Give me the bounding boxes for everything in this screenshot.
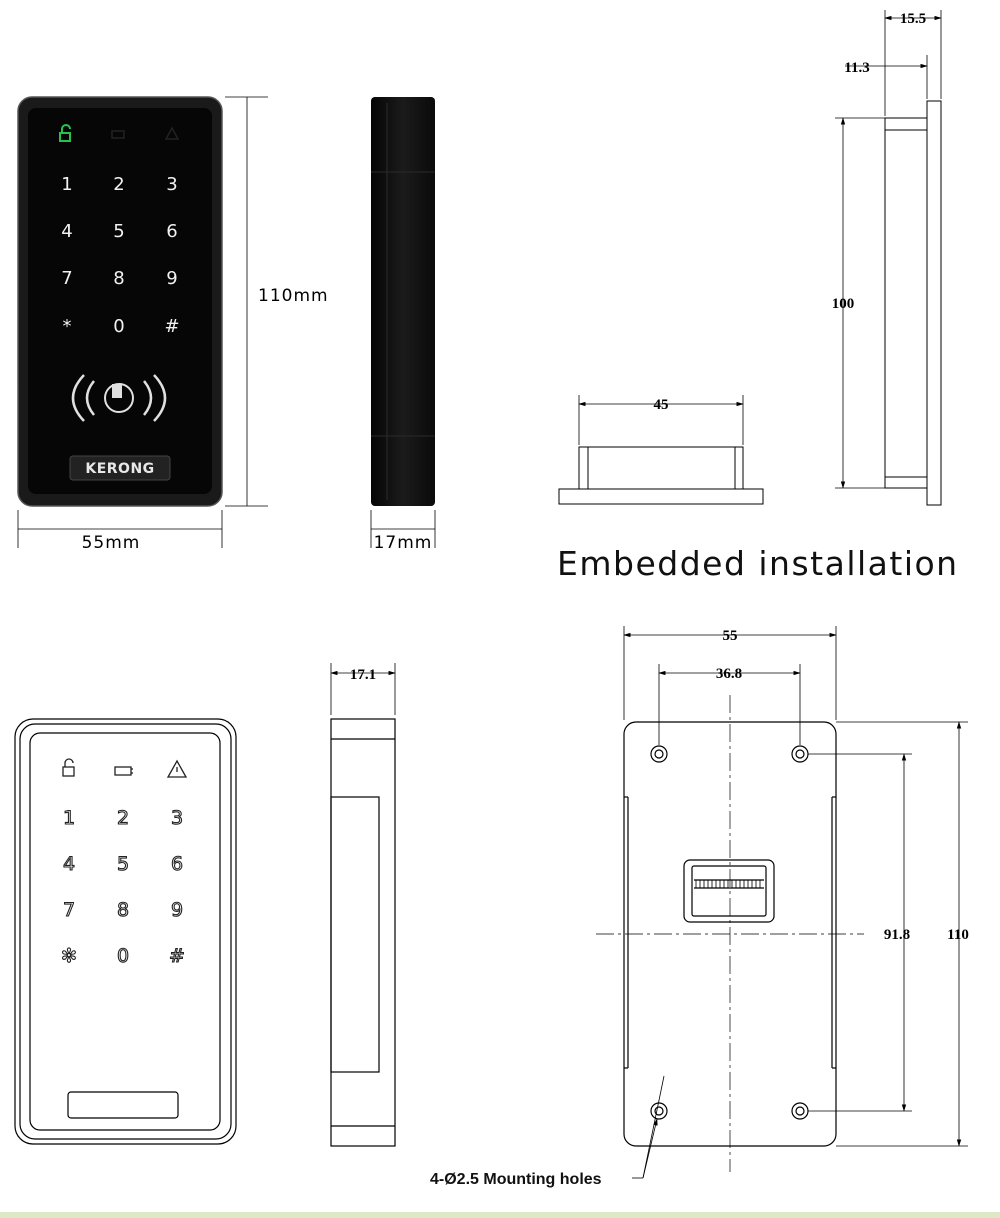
key-5: 5 bbox=[113, 221, 124, 242]
outline-key-4: 4 bbox=[63, 853, 75, 875]
side-photo bbox=[371, 97, 435, 506]
dim-17-1: 17.1 bbox=[350, 667, 376, 683]
brand-label: KERONG bbox=[85, 461, 154, 477]
outline-key-hash: # bbox=[169, 945, 185, 967]
dim-17mm: 17mm bbox=[370, 510, 436, 553]
outline-key-star: ✻ bbox=[61, 945, 77, 967]
outline-key-7: 7 bbox=[63, 899, 75, 921]
unlock-icon bbox=[59, 124, 71, 142]
dim-110mm: 110mm bbox=[225, 96, 329, 507]
dim-55mm: 55mm bbox=[17, 510, 223, 553]
key-0: 0 bbox=[113, 316, 124, 337]
outline-side-view bbox=[330, 663, 396, 1147]
outline-key-6: 6 bbox=[171, 853, 183, 875]
embedded-side-view bbox=[835, 10, 942, 506]
key-6: 6 bbox=[166, 221, 177, 242]
dim-15-5: 15.5 bbox=[900, 11, 926, 27]
back-dimension-lines bbox=[623, 626, 968, 1179]
dim-back-55: 55 bbox=[723, 628, 738, 644]
svg-text:110mm: 110mm bbox=[258, 286, 329, 306]
dim-100: 100 bbox=[832, 296, 855, 312]
key-9: 9 bbox=[166, 268, 177, 289]
rfid-card-icon bbox=[71, 374, 167, 422]
outline-key-0: 0 bbox=[117, 945, 129, 967]
outline-warning-icon bbox=[166, 759, 188, 778]
outline-key-1: 1 bbox=[63, 807, 75, 829]
outline-key-8: 8 bbox=[117, 899, 129, 921]
embedded-top-view bbox=[558, 395, 764, 505]
outline-unlock-icon bbox=[62, 758, 75, 777]
svg-text:17mm: 17mm bbox=[374, 533, 433, 553]
key-7: 7 bbox=[61, 268, 72, 289]
outline-battery-icon bbox=[114, 766, 133, 776]
key-2: 2 bbox=[113, 174, 124, 195]
warning-icon bbox=[164, 126, 180, 140]
mounting-hole-tl bbox=[650, 745, 668, 763]
outline-key-3: 3 bbox=[171, 807, 183, 829]
front-photo-keypad: 1 2 3 4 5 6 7 8 9 * 0 # KERONG bbox=[17, 96, 223, 507]
key-4: 4 bbox=[61, 221, 72, 242]
key-3: 3 bbox=[166, 174, 177, 195]
key-1: 1 bbox=[61, 174, 72, 195]
back-view bbox=[596, 695, 864, 1172]
mounting-holes-note: 4-Ø2.5 Mounting holes bbox=[430, 1171, 602, 1188]
key-star: * bbox=[63, 316, 72, 337]
battery-icon bbox=[111, 130, 125, 139]
key-hash: # bbox=[164, 316, 179, 337]
dim-11-3: 11.3 bbox=[844, 60, 869, 76]
mounting-hole-br bbox=[791, 1102, 809, 1120]
mounting-hole-tr bbox=[791, 745, 809, 763]
dim-back-91-8: 91.8 bbox=[884, 927, 910, 943]
dim-back-110: 110 bbox=[947, 927, 969, 943]
outline-front-keypad bbox=[14, 718, 237, 1145]
bottom-accent-strip bbox=[0, 1212, 1000, 1218]
outline-key-2: 2 bbox=[117, 807, 129, 829]
outline-key-5: 5 bbox=[117, 853, 129, 875]
dim-back-36-8: 36.8 bbox=[716, 666, 742, 682]
embedded-installation-heading: Embedded installation bbox=[557, 544, 959, 583]
key-8: 8 bbox=[113, 268, 124, 289]
dim-45: 45 bbox=[654, 397, 669, 413]
brand-plate bbox=[69, 455, 171, 481]
svg-text:55mm: 55mm bbox=[82, 533, 141, 553]
outline-key-9: 9 bbox=[171, 899, 183, 921]
mounting-hole-bl bbox=[650, 1102, 668, 1120]
